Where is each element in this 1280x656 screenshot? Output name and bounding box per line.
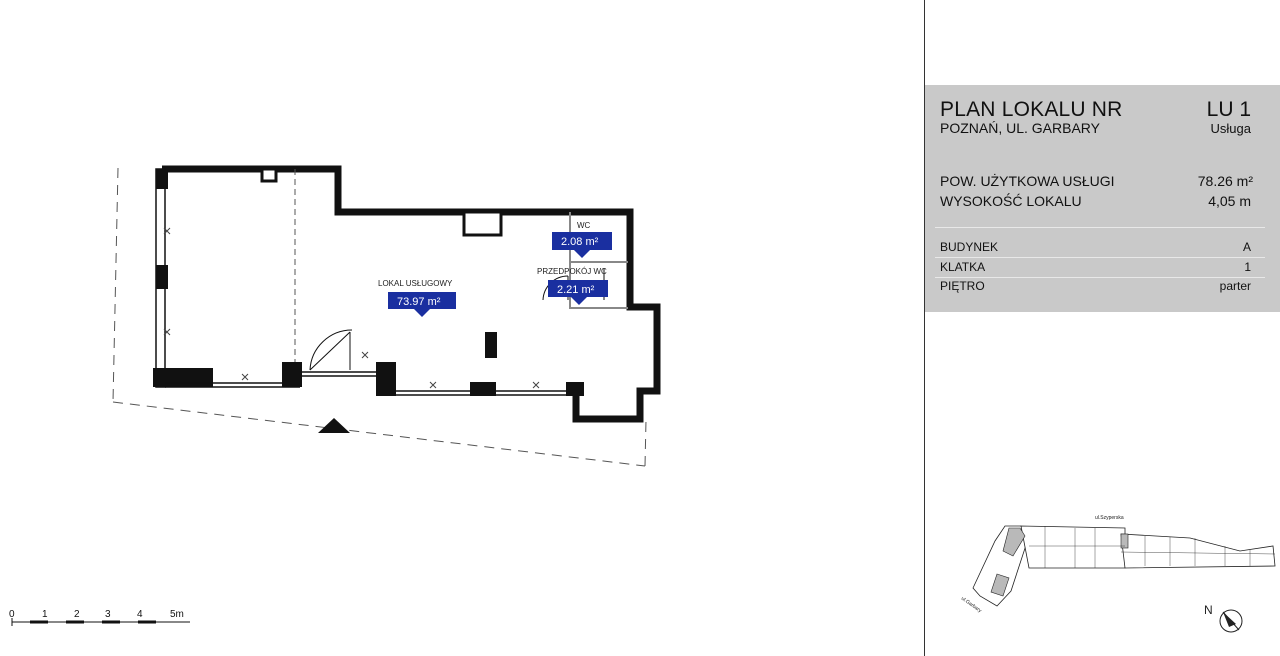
floor-plan-drawing: LOKAL USŁUGOWY 73.97 m² WC 2.08 m² PRZED… [9, 165, 661, 626]
window-markers [163, 227, 540, 389]
room-hall-area-tag: 2.21 m² [548, 280, 608, 305]
divider [935, 257, 1265, 258]
divider [935, 277, 1265, 278]
area-value: 78.26 m² [1197, 173, 1253, 189]
floor-value: parter [1219, 279, 1251, 293]
scale-bar-labels: 0 1 2 3 4 5m [9, 609, 184, 620]
scale-tick: 2 [74, 609, 80, 620]
height-label: WYSOKOŚĆ LOKALU [940, 193, 1082, 209]
scale-tick: 5m [170, 609, 184, 620]
floor-label: PIĘTRO [940, 279, 985, 293]
plan-title: PLAN LOKALU NR [940, 98, 1123, 121]
info-panel: PLAN LOKALU NR POZNAŃ, UL. GARBARY LU 1 … [924, 0, 1280, 656]
unit-number: LU 1 [1206, 98, 1251, 121]
column [485, 332, 497, 358]
info-box: PLAN LOKALU NR POZNAŃ, UL. GARBARY LU 1 … [925, 85, 1280, 312]
entrance-door [309, 329, 353, 371]
scale-tick: 1 [42, 609, 48, 620]
unit-type: Usługa [1210, 121, 1251, 136]
site-boundary [112, 167, 647, 467]
room-main-area-tag: 73.97 m² [388, 292, 456, 317]
room-wc-label: WC [577, 221, 591, 230]
room-main-label: LOKAL USŁUGOWY [378, 279, 453, 288]
scale-bar [11, 618, 190, 626]
room-wc-area: 2.08 m² [561, 236, 599, 248]
street-label-garbary: ul.Garbary [960, 596, 983, 615]
entrance-arrow-icon [318, 418, 350, 433]
height-value: 4,05 m [1208, 193, 1251, 209]
street-label-szyperska: ul.Szyperska [1095, 515, 1124, 521]
scale-tick: 0 [9, 609, 15, 620]
divider [935, 227, 1265, 228]
stair-value: 1 [1244, 260, 1251, 274]
scale-tick: 3 [105, 609, 111, 620]
room-main-area: 73.97 m² [397, 296, 441, 308]
site-map: ul.Szyperska ul.Garbary N [960, 515, 1276, 633]
compass-icon [1219, 609, 1243, 633]
building-label: BUDYNEK [940, 240, 999, 254]
room-hall-area: 2.21 m² [557, 284, 595, 296]
building-value: A [1242, 240, 1251, 254]
address: POZNAŃ, UL. GARBARY [940, 120, 1101, 136]
left-facade [153, 167, 584, 396]
area-label: POW. UŻYTKOWA USŁUGI [940, 173, 1115, 189]
room-hall-label: PRZEDPOKÓJ WC [537, 267, 607, 276]
room-wc-area-tag: 2.08 m² [552, 232, 612, 258]
scale-tick: 4 [137, 609, 143, 620]
stair-label: KLATKA [940, 260, 986, 274]
north-label: N [1204, 603, 1213, 617]
